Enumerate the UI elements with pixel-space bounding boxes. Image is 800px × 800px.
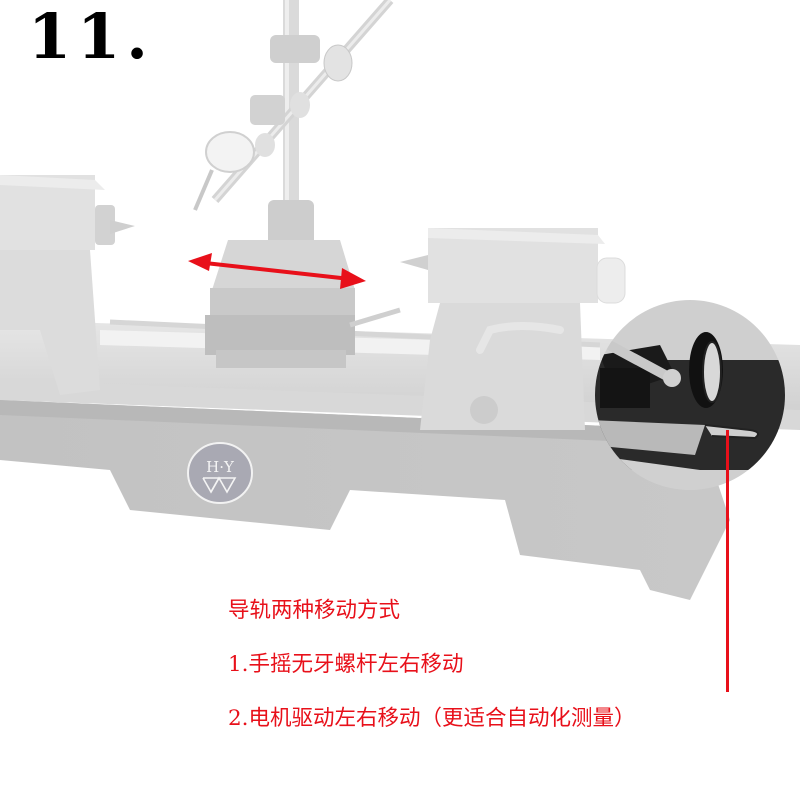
measuring-table: [205, 240, 401, 368]
callout-title: 导轨两种移动方式: [228, 598, 401, 623]
indicator-stand: [193, 0, 394, 252]
step-number: 11.: [28, 0, 154, 73]
right-tailstock: [400, 228, 626, 430]
callout-pointer-line: [726, 430, 729, 692]
base-casting: [0, 400, 730, 600]
logo-text: H·Y: [206, 458, 235, 476]
movement-arrow-icon: [188, 253, 366, 289]
left-headstock: [0, 175, 135, 395]
callout-item-2: 2.电机驱动左右移动（更适合自动化测量）: [228, 706, 636, 731]
callout-item-1: 1.手摇无牙螺杆左右移动: [228, 652, 464, 677]
brand-logo: H·Y: [187, 442, 253, 504]
